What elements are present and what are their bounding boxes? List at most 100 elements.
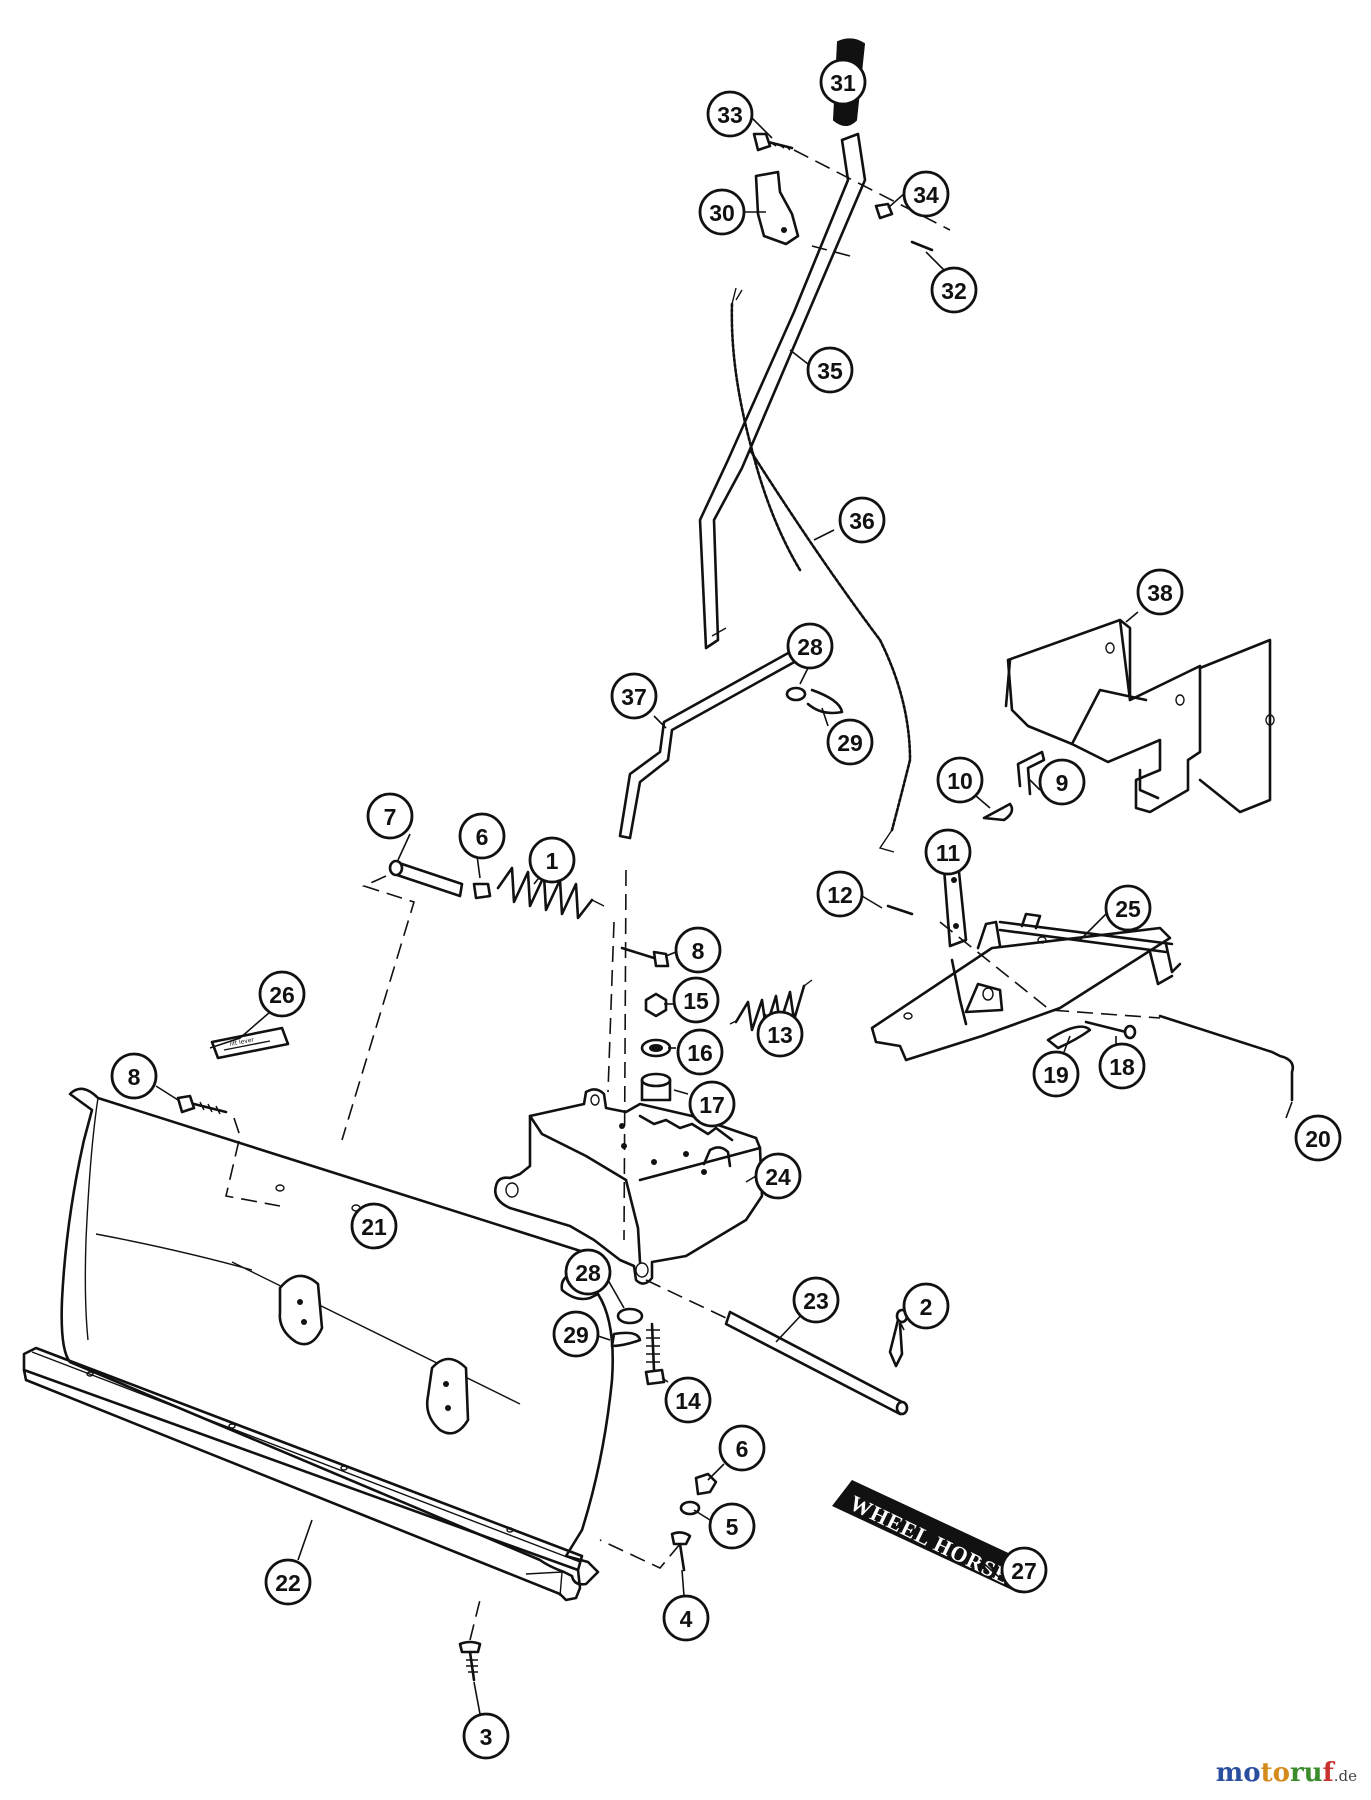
decal: lift lever xyxy=(210,1026,290,1060)
lift-rod xyxy=(1158,1014,1295,1102)
watermark-part: f xyxy=(1322,1758,1334,1788)
lift-cable-conduit xyxy=(730,287,802,572)
callout-label: 18 xyxy=(1109,1054,1135,1080)
callout-label: 13 xyxy=(767,1022,793,1048)
adapter-bracket xyxy=(1004,618,1275,814)
callout-35[interactable]: 35 xyxy=(806,346,854,394)
cotter-pin xyxy=(888,1308,909,1368)
callout-11[interactable]: 11 xyxy=(924,828,972,876)
callout-31[interactable]: 31 xyxy=(819,58,867,106)
carriage-bolt-blade xyxy=(458,1640,482,1682)
callout-27[interactable]: 27 xyxy=(1000,1546,1048,1594)
callout-label: 28 xyxy=(575,1260,601,1286)
callout-19[interactable]: 19 xyxy=(1032,1050,1080,1098)
callout-label: 22 xyxy=(275,1570,301,1596)
callout-12[interactable]: 12 xyxy=(816,870,864,918)
callout-label: 9 xyxy=(1056,770,1069,796)
callout-2[interactable]: 2 xyxy=(902,1282,950,1330)
watermark-part: ru xyxy=(1289,1758,1323,1788)
callout-label: 20 xyxy=(1305,1126,1331,1152)
callout-label: 29 xyxy=(563,1322,589,1348)
callout-5[interactable]: 5 xyxy=(708,1502,756,1550)
callout-label: 12 xyxy=(827,882,853,908)
callout-30[interactable]: 30 xyxy=(698,188,746,236)
callout-18[interactable]: 18 xyxy=(1098,1042,1146,1090)
hex-nut-mount xyxy=(694,1472,718,1496)
callout-23[interactable]: 23 xyxy=(792,1276,840,1324)
hairpin-hitch xyxy=(982,802,1014,822)
hex-bolt-spring xyxy=(620,946,670,968)
watermark-part: mo xyxy=(1215,1758,1261,1788)
callout-label: 5 xyxy=(726,1514,739,1540)
hex-nut-spring xyxy=(472,882,492,900)
callout-label: 23 xyxy=(803,1288,829,1314)
callout-6[interactable]: 6 xyxy=(458,812,506,860)
carriage-bolt-mount xyxy=(670,1531,692,1572)
callout-label: 24 xyxy=(765,1164,791,1190)
callout-label: 34 xyxy=(913,182,939,208)
clevis-pin-hitch xyxy=(1084,1020,1137,1040)
callout-17[interactable]: 17 xyxy=(688,1080,736,1128)
callout-29[interactable]: 29 xyxy=(826,718,874,766)
pivot-shaft xyxy=(724,1310,909,1416)
callout-33[interactable]: 33 xyxy=(706,90,754,138)
callout-3[interactable]: 3 xyxy=(462,1712,510,1760)
callout-6[interactable]: 6 xyxy=(718,1424,766,1472)
extension-spring xyxy=(729,979,813,1032)
callout-15[interactable]: 15 xyxy=(672,976,720,1024)
callout-22[interactable]: 22 xyxy=(264,1558,312,1606)
callout-label: 6 xyxy=(476,824,489,850)
svg-text:WHEEL HORSE: WHEEL HORSE xyxy=(846,1490,1015,1589)
callout-34[interactable]: 34 xyxy=(902,170,950,218)
callout-29[interactable]: 29 xyxy=(552,1310,600,1358)
callout-9[interactable]: 9 xyxy=(1038,758,1086,806)
callout-25[interactable]: 25 xyxy=(1104,884,1152,932)
spring-rod xyxy=(388,859,464,898)
callout-7[interactable]: 7 xyxy=(366,792,414,840)
callout-28[interactable]: 28 xyxy=(786,622,834,670)
hex-bolt-pivot xyxy=(644,1322,666,1386)
callout-16[interactable]: 16 xyxy=(676,1028,724,1076)
callout-38[interactable]: 38 xyxy=(1136,568,1184,616)
callout-label: 32 xyxy=(941,278,967,304)
compression-spring xyxy=(496,866,605,920)
callout-14[interactable]: 14 xyxy=(664,1376,712,1424)
callout-label: 36 xyxy=(849,508,875,534)
callout-20[interactable]: 20 xyxy=(1294,1114,1342,1162)
callout-1[interactable]: 1 xyxy=(528,836,576,884)
hex-bolt-blade xyxy=(176,1094,228,1115)
callout-26[interactable]: 26 xyxy=(258,970,306,1018)
callout-8[interactable]: 8 xyxy=(110,1052,158,1100)
callout-8[interactable]: 8 xyxy=(674,926,722,974)
callout-label: 35 xyxy=(817,358,843,384)
callout-37[interactable]: 37 xyxy=(610,672,658,720)
watermark-part: to xyxy=(1260,1758,1290,1788)
callout-32[interactable]: 32 xyxy=(930,266,978,314)
callout-21[interactable]: 21 xyxy=(350,1202,398,1250)
callout-4[interactable]: 4 xyxy=(662,1594,710,1642)
roll-pin-handle xyxy=(910,240,934,252)
callout-24[interactable]: 24 xyxy=(754,1152,802,1200)
callout-28[interactable]: 28 xyxy=(564,1248,612,1296)
callout-label: 2 xyxy=(920,1294,933,1320)
spacer-bushing xyxy=(640,1072,672,1102)
callout-label: 8 xyxy=(128,1064,141,1090)
hairpin-frame xyxy=(1046,1025,1092,1050)
callout-label: 31 xyxy=(830,70,856,96)
hairpin-pivot xyxy=(610,1331,642,1348)
callout-label: 17 xyxy=(699,1092,725,1118)
callout-36[interactable]: 36 xyxy=(838,496,886,544)
callout-label: 37 xyxy=(621,684,647,710)
callout-13[interactable]: 13 xyxy=(756,1010,804,1058)
callout-label: 11 xyxy=(936,840,961,866)
callout-10[interactable]: 10 xyxy=(936,756,984,804)
flat-washer-pivot xyxy=(640,1038,672,1058)
callout-label: 6 xyxy=(736,1436,749,1462)
callout-label: 33 xyxy=(717,102,743,128)
watermark-logo: motoruf.de xyxy=(1216,1758,1357,1788)
callout-label: 15 xyxy=(683,988,709,1014)
callout-label: 26 xyxy=(269,982,295,1008)
callout-label: 16 xyxy=(687,1040,713,1066)
